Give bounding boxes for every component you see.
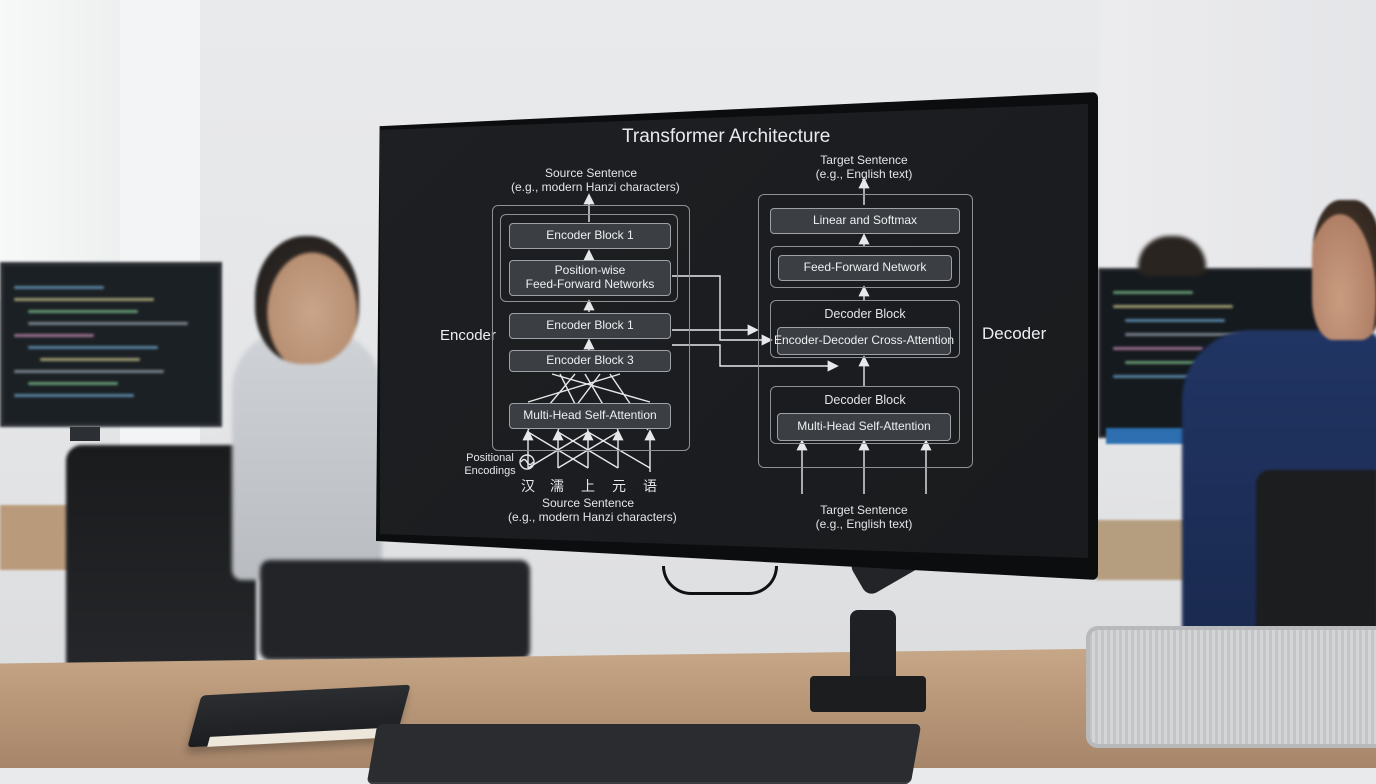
decoder-ffn-box: Feed-Forward Network — [778, 255, 952, 281]
linear-softmax-box: Linear and Softmax — [770, 208, 960, 234]
person-left — [232, 330, 382, 580]
decoder-block-lower-title: Decoder Block — [824, 393, 906, 407]
hanzi-token: 上 — [581, 478, 595, 494]
encoder-self-attention-box: Multi-Head Self-Attention — [509, 403, 671, 429]
hanzi-token: 汉 — [521, 478, 535, 494]
person-right-head — [1312, 200, 1376, 340]
encoder-inner-panel — [500, 214, 678, 302]
positional-encodings-label: Positional Encodings — [462, 452, 518, 478]
encoder-block-lower: Encoder Block 3 — [509, 350, 671, 372]
decoder-block-upper-panel — [770, 300, 960, 358]
hanzi-token: 语 — [643, 478, 657, 494]
hanzi-token: 元 — [612, 478, 626, 494]
decoder-block-lower-panel — [770, 386, 960, 444]
positional-line1: Positional — [466, 452, 514, 464]
decoder-label: Decoder — [982, 324, 1047, 343]
ffn-line2: Feed-Forward Networks — [525, 277, 655, 291]
decoder-ffn-panel — [770, 246, 960, 288]
office-window — [0, 0, 120, 300]
person-left-head — [255, 236, 359, 364]
person-far — [1138, 236, 1206, 276]
target-sentence-bottom: Target Sentence (e.g., English text) — [794, 503, 934, 532]
source-sentence-top: Source Sentence (e.g., modern Hanzi char… — [511, 166, 680, 195]
positional-line2: Encodings — [464, 465, 516, 478]
chair-seat — [260, 560, 530, 660]
target-bottom-line1: Target Sentence — [820, 503, 908, 517]
position-wise-ffn-box: Position-wise Feed-Forward Networks — [509, 260, 671, 296]
source-top-line1: Source Sentence — [544, 166, 638, 180]
cross-attention-box: Encoder-Decoder Cross-Attention — [774, 327, 954, 355]
office-chair-right — [1256, 470, 1376, 640]
monitor-screen: Transformer Architecture Source Sentence… — [380, 104, 1088, 558]
encoder-outer-panel — [492, 205, 690, 451]
hanzi-token: 濡 — [550, 478, 564, 494]
speaker — [1086, 626, 1376, 748]
monitor-arm-base — [810, 676, 926, 712]
source-bottom-line1: Source Sentence — [541, 496, 635, 510]
encoder-block-middle: Encoder Block 1 — [509, 313, 671, 339]
diagram-title: Transformer Architecture — [622, 126, 831, 147]
source-sentence-bottom: Source Sentence (e.g., modern Hanzi char… — [508, 496, 677, 525]
source-top-line2: (e.g., modern Hanzi characters) — [511, 180, 680, 195]
background-monitor-left — [0, 262, 222, 427]
office-chair-left — [66, 445, 256, 675]
monitor-cable — [662, 566, 778, 595]
background-monitor-stand — [70, 427, 100, 441]
decoder-self-attention-box: Multi-Head Self-Attention — [777, 413, 951, 441]
ffn-line1: Position-wise — [554, 263, 626, 278]
target-top-line2: (e.g., English text) — [815, 167, 913, 182]
encoder-label: Encoder — [440, 327, 496, 344]
decoder-block-upper-title: Decoder Block — [824, 307, 906, 321]
target-bottom-line2: (e.g., English text) — [815, 517, 913, 532]
target-top-line1: Target Sentence — [820, 153, 908, 167]
target-sentence-top: Target Sentence (e.g., English text) — [794, 153, 934, 182]
decoder-outer-panel — [758, 194, 973, 468]
keyboard — [366, 724, 922, 784]
source-bottom-line2: (e.g., modern Hanzi characters) — [508, 510, 677, 525]
encoder-block-top: Encoder Block 1 — [509, 223, 671, 249]
monitor-arm-post — [850, 610, 896, 686]
